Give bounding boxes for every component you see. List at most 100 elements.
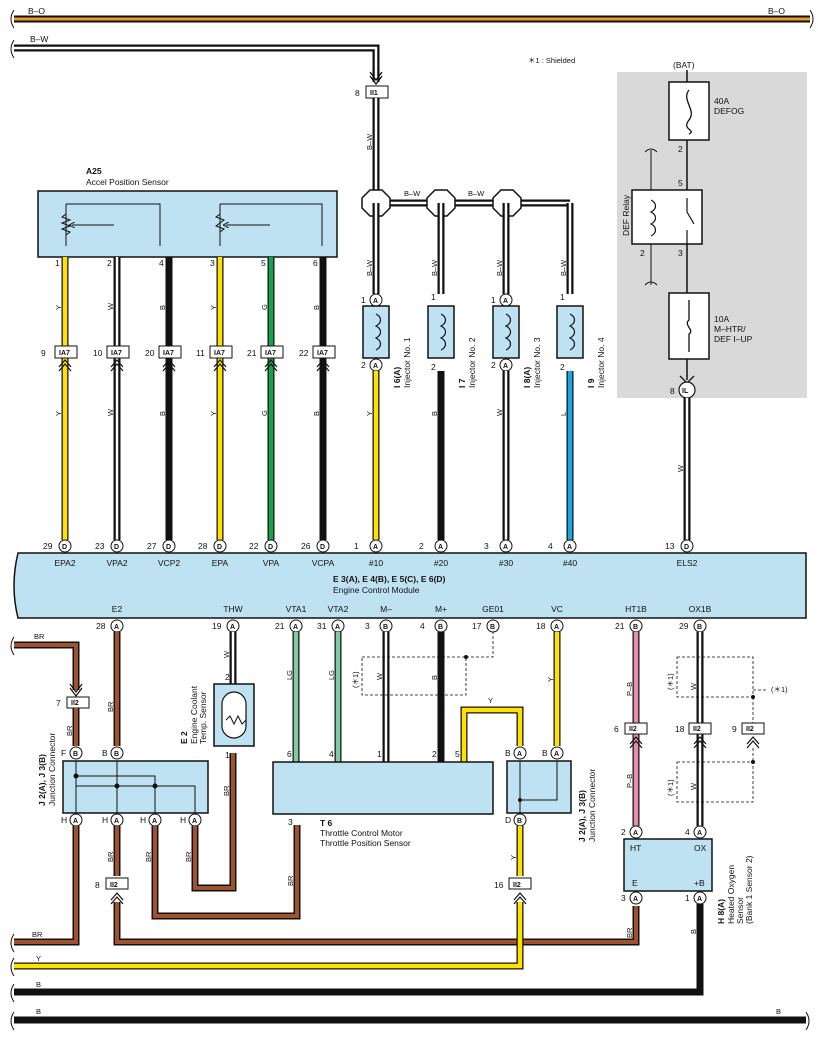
h8-e: E bbox=[632, 878, 638, 888]
ecm-top-pin-label-5: VCPA bbox=[312, 558, 335, 568]
fuse1-name: DEFOG bbox=[714, 106, 744, 116]
relay-coil-icon bbox=[649, 199, 657, 237]
injector-pin-bottom-num-3: 2 bbox=[560, 362, 565, 372]
ii2-conn-18 bbox=[688, 722, 712, 735]
t6-name-2: Throttle Position Sensor bbox=[320, 838, 411, 848]
ecm-bottom-pin-letter-4: B bbox=[383, 624, 388, 631]
injector-2 bbox=[427, 305, 455, 359]
accel-wire-label-lower-1: W bbox=[106, 408, 115, 416]
ecm-top-pin-letter-4: D bbox=[268, 544, 273, 551]
jc-right-name: Junction Connector bbox=[587, 769, 597, 842]
injector-coil-icon-0 bbox=[374, 313, 382, 351]
bus-br-label: BR bbox=[32, 930, 43, 939]
ii2-pin-6: 6 bbox=[614, 724, 619, 734]
jc-right-top-pins: AB AB bbox=[505, 746, 564, 760]
ecm-top-pin-num-7: 2 bbox=[419, 541, 424, 551]
ecm-top-pin-label-8: #30 bbox=[499, 558, 513, 568]
svg-text:H: H bbox=[140, 815, 146, 825]
svg-text:A: A bbox=[633, 896, 638, 903]
potentiometer-1-icon bbox=[60, 203, 161, 246]
shielded-note: ＊1 : Shielded bbox=[528, 56, 575, 65]
ia7-pin-0: 9 bbox=[41, 348, 46, 358]
injector-id-3: I 9 bbox=[586, 378, 596, 388]
accel-wire-label-lower-4: G bbox=[260, 410, 269, 416]
ia7-pin-3: 11 bbox=[196, 348, 205, 358]
injector-pin-top-letter-0: A bbox=[373, 298, 378, 305]
svg-text:A: A bbox=[192, 818, 197, 825]
ecm-top-pin-label-0: EPA2 bbox=[54, 558, 75, 568]
svg-text:B: B bbox=[102, 748, 108, 758]
ecm-bottom-pin-letter-9: B bbox=[697, 624, 702, 631]
injector-feed-label-0: B–W bbox=[365, 259, 374, 276]
svg-text:2: 2 bbox=[621, 827, 626, 837]
jc-left-name: Junction Connector bbox=[47, 733, 57, 806]
ecm-top-pin-num-6: 1 bbox=[354, 541, 359, 551]
h8-name-3: (Bank 1 Sensor 2) bbox=[744, 855, 754, 924]
accel-name: Accel Position Sensor bbox=[86, 177, 169, 187]
svg-text:A: A bbox=[554, 751, 559, 758]
ecm-top-pin-num-3: 28 bbox=[198, 541, 208, 551]
accel-wire-label-upper-4: G bbox=[260, 304, 269, 310]
ecm-top-pin-letter-0: D bbox=[62, 544, 67, 551]
ecm-id: E 3(A), E 4(B), E 5(C), E 6(D) bbox=[333, 574, 446, 584]
els2-wire-label: W bbox=[676, 464, 685, 472]
accel-pin-0: 1 bbox=[55, 258, 60, 268]
ia7-connector-4 bbox=[260, 345, 284, 359]
ia7-pin-4: 21 bbox=[247, 348, 257, 358]
ii2-conn-8 bbox=[105, 877, 129, 890]
h8-plus-b: +B bbox=[694, 878, 705, 888]
fuse-1-icon bbox=[686, 89, 692, 135]
ecm-bottom-pin-num-4: 3 bbox=[365, 621, 370, 631]
t6-name-1: Throttle Control Motor bbox=[320, 828, 403, 838]
ia7-pin-2: 20 bbox=[145, 348, 155, 358]
accel-pin-5: 6 bbox=[313, 258, 318, 268]
br-label-e: BR bbox=[184, 851, 193, 862]
ii2-label-8: II2 bbox=[110, 882, 118, 889]
shield-label-ox-2: (＊1) bbox=[666, 779, 675, 796]
injector-signal-label-0: Y bbox=[365, 411, 374, 416]
br-label-c: BR bbox=[106, 851, 115, 862]
ecm-top-pin-label-1: VPA2 bbox=[106, 558, 127, 568]
jc-right-bottom-pins: BD bbox=[505, 813, 527, 827]
ii2-label-16: II2 bbox=[513, 882, 521, 889]
ecm-top-pin-num-8: 3 bbox=[484, 541, 489, 551]
il-pin: 8 bbox=[670, 386, 675, 396]
injector-name-2: Injector No. 3 bbox=[532, 337, 542, 388]
injector-pin-bottom-num-0: 2 bbox=[361, 360, 366, 370]
ecm-top-pin-letter-3: D bbox=[217, 544, 222, 551]
ecm-bottom-pin-num-7: 18 bbox=[536, 621, 546, 631]
shield-label-ox-right: (＊1) bbox=[771, 685, 788, 694]
ecm-bottom-pin-num-6: 17 bbox=[472, 621, 482, 631]
ii1-pin: 8 bbox=[355, 88, 360, 98]
h8-id: H 8(A) bbox=[716, 899, 726, 924]
ii1-label: II1 bbox=[370, 90, 378, 97]
relay-pin-3: 3 bbox=[678, 248, 683, 258]
ia7-connector-3 bbox=[209, 345, 233, 359]
ecm-top-pin-label-2: VCP2 bbox=[158, 558, 180, 568]
ecm-top-pin-5 bbox=[316, 539, 330, 553]
injector-id-1: I 7 bbox=[457, 378, 467, 388]
relay-switch-icon bbox=[686, 198, 695, 244]
relay-name: DEF Relay bbox=[621, 194, 631, 236]
ecm-top-pin-6 bbox=[369, 539, 383, 553]
accel-id: A25 bbox=[86, 166, 102, 176]
ii2-label-18: II2 bbox=[693, 726, 701, 733]
injector-id-2: I 8(A) bbox=[522, 367, 532, 388]
def-relay bbox=[631, 189, 703, 245]
thw-wire-label: W bbox=[222, 650, 231, 658]
svg-text:A: A bbox=[697, 896, 702, 903]
ecm-top-pin-1 bbox=[110, 539, 124, 553]
ecm-top-pin-letter-6: A bbox=[373, 544, 378, 551]
ect-pin-bottom: 1 bbox=[225, 750, 230, 760]
svg-text:3: 3 bbox=[621, 893, 626, 903]
heated-oxygen-sensor bbox=[623, 838, 713, 892]
svg-text:A: A bbox=[152, 818, 157, 825]
ox-wire-label-2: W bbox=[689, 782, 698, 790]
svg-text:B: B bbox=[73, 751, 78, 758]
fuse2-line1: M–HTR/ bbox=[714, 324, 746, 334]
injector-id-0: I 6(A) bbox=[392, 367, 402, 388]
ect-id: E 2 bbox=[179, 731, 189, 744]
bus-b1-label: B bbox=[36, 980, 41, 989]
bus-b-w bbox=[10, 39, 383, 86]
injector-pin-top-num-0: 1 bbox=[361, 295, 366, 305]
